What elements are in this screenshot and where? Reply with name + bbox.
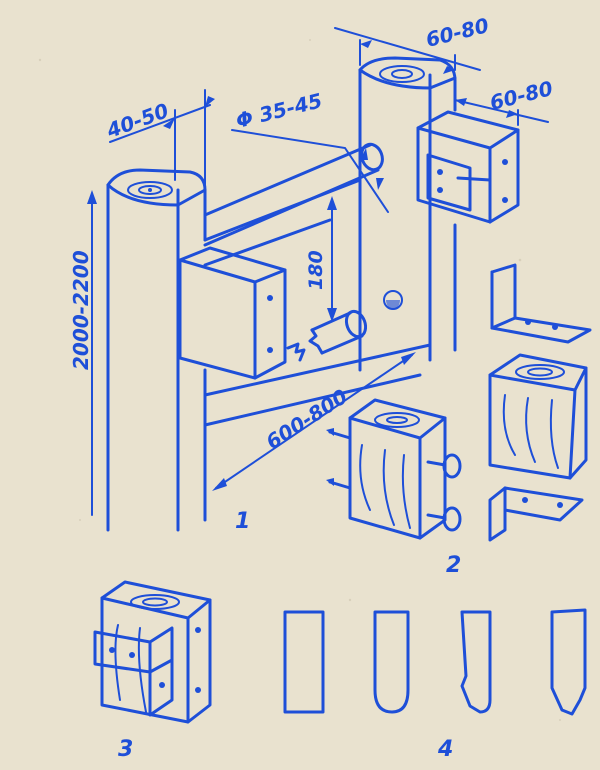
figure-2-fixings: 2 — [326, 263, 592, 578]
label-span: 600-800 — [262, 384, 352, 454]
dim-top-post-width: 60-80 — [334, 13, 491, 74]
label-left-post-width: 40-50 — [103, 98, 172, 143]
l-bracket-bottom — [488, 486, 584, 542]
right-clamp-block — [416, 110, 520, 224]
profile-double-molded — [550, 608, 587, 716]
paper-texture — [38, 39, 561, 721]
right-post — [358, 56, 457, 372]
figure-4-profiles: 4 — [283, 608, 587, 762]
label-rung-spacing: 180 — [305, 250, 327, 290]
rung-broken — [286, 309, 368, 362]
left-post — [106, 168, 207, 532]
label-height: 2000-2200 — [69, 250, 93, 370]
figure-4-number: 4 — [437, 737, 453, 762]
figure-2-number: 2 — [446, 553, 461, 578]
wooden-block — [488, 353, 588, 480]
l-bracket-top — [490, 263, 592, 344]
profile-rounded — [373, 610, 410, 714]
profile-rectangular — [283, 610, 325, 714]
label-diameter: Φ 35-45 — [233, 88, 324, 133]
label-top-post-width: 60-80 — [423, 13, 491, 52]
bolted-block — [326, 398, 462, 540]
dim-rung-spacing: 180 — [305, 196, 337, 322]
profile-molded — [460, 610, 492, 714]
label-bracket-width: 60-80 — [487, 76, 555, 115]
left-clamp-block — [178, 246, 287, 380]
figure-3-block-bracket: 3 — [93, 580, 212, 762]
rung-top — [203, 142, 384, 247]
dim-span: 600-800 — [212, 352, 416, 491]
figure-1-number: 1 — [235, 509, 250, 534]
dim-height: 2000-2200 — [69, 190, 97, 516]
figure-1-wall-bars: 2000-2200 40-50 Φ 35-45 60-80 — [69, 13, 555, 534]
figure-3-number: 3 — [118, 737, 133, 762]
